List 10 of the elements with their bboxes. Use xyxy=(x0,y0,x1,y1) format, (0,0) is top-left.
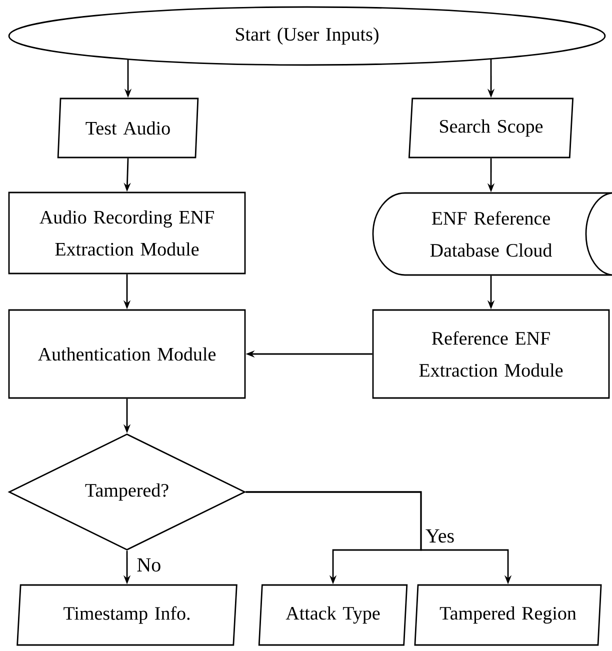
io-parallelogram: Tampered Region xyxy=(414,584,602,646)
process-box: Authentication Module xyxy=(8,309,246,399)
io-parallelogram: Attack Type xyxy=(258,584,408,646)
io-parallelogram: Timestamp Info. xyxy=(16,584,238,646)
io-parallelogram: Search Scope xyxy=(408,98,574,158)
process-box: Audio Recording ENF Extraction Module xyxy=(8,192,246,274)
edge-label: Yes xyxy=(424,528,456,544)
io-parallelogram: Test Audio xyxy=(57,98,199,158)
process-box: Reference ENF Extraction Module xyxy=(372,309,610,399)
edge-label: No xyxy=(136,557,162,573)
